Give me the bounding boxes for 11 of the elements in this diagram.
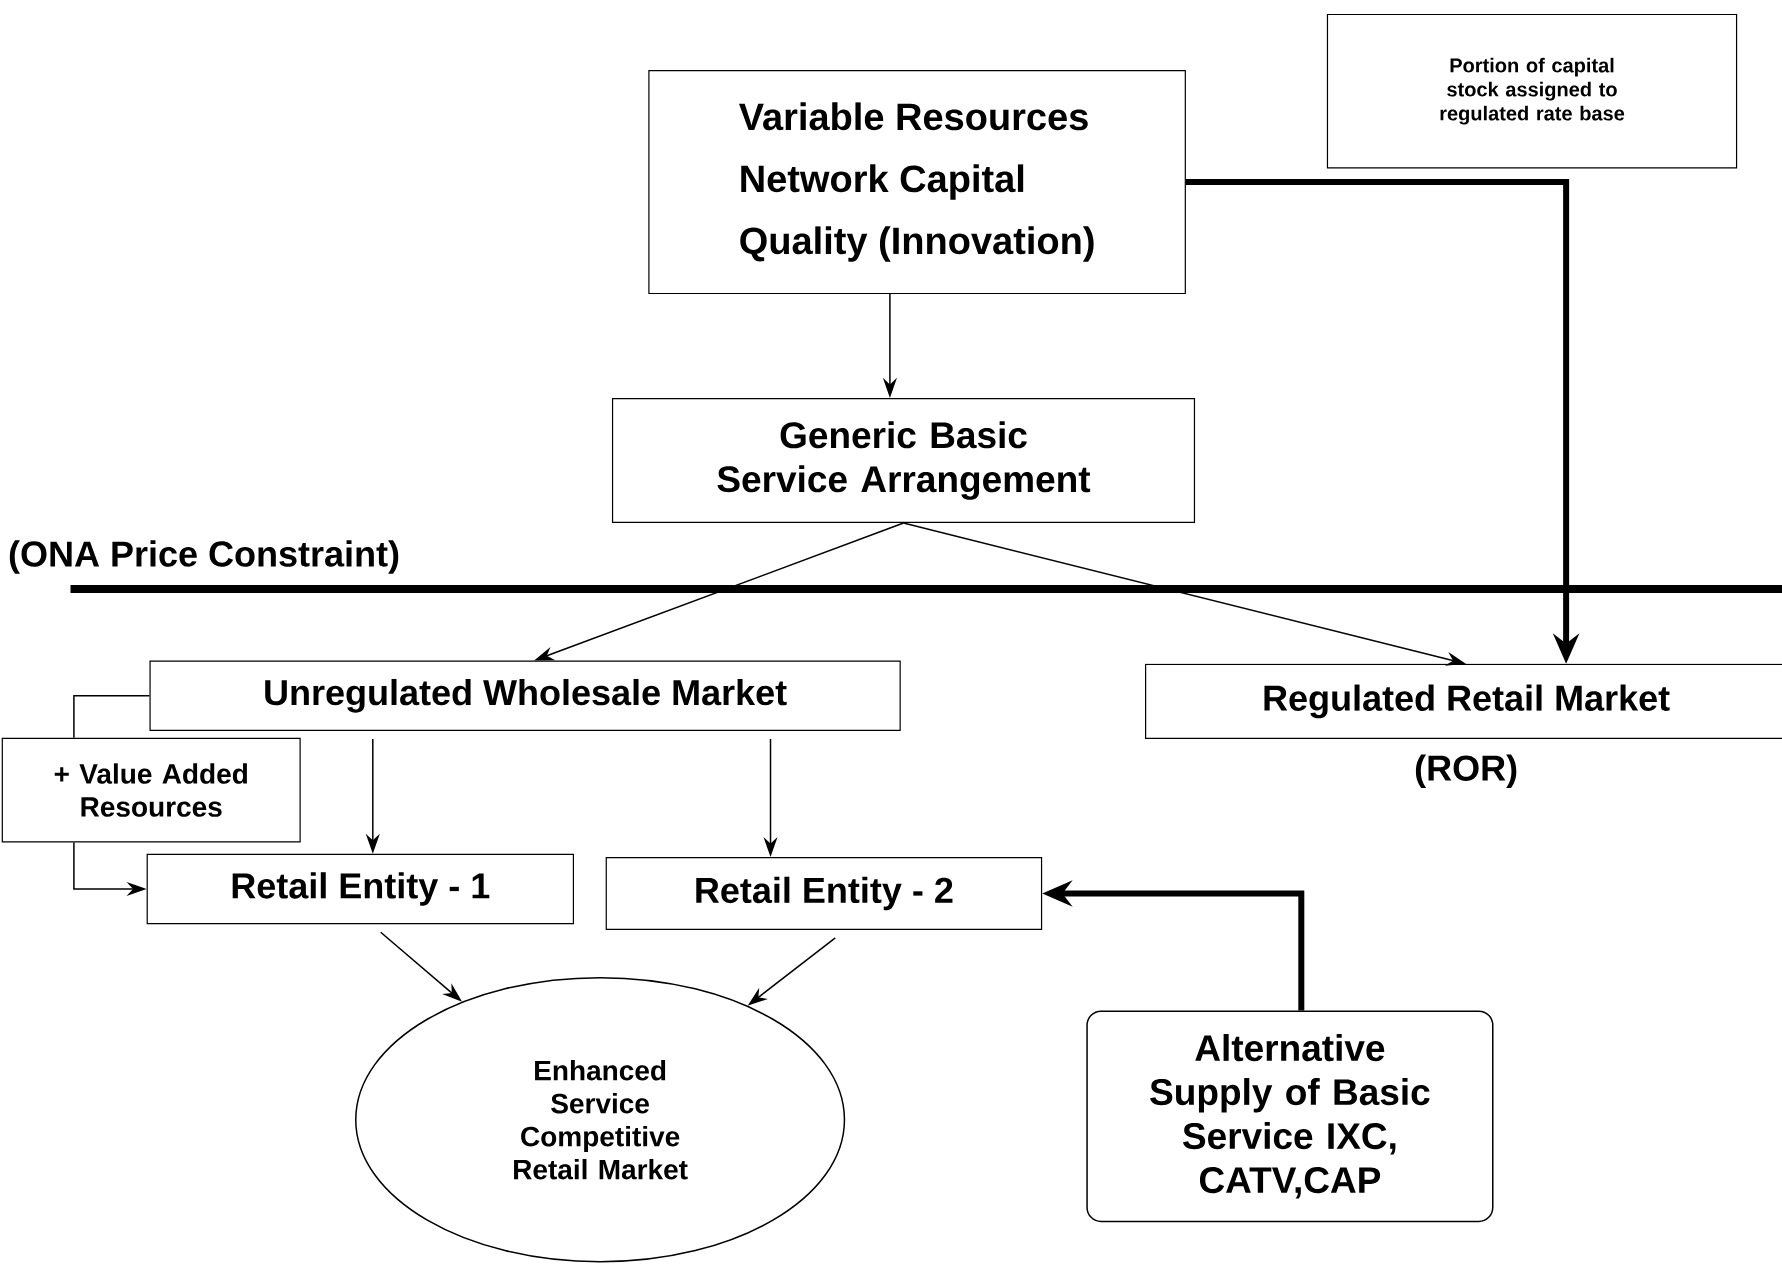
constraint-label: (ONA Price Constraint) <box>9 540 399 574</box>
process-box: Regulated Retail Market <box>1145 663 1782 739</box>
source-box: Alternative Supply of Basic Service IXC, CATV,CAP <box>1086 1010 1494 1223</box>
process-box: Portion of capital stock assigned to regulated rate base <box>1326 13 1738 169</box>
process-box: Retail Entity - 2 <box>605 857 1043 930</box>
beside-text: (ROR) <box>1415 754 1517 789</box>
process-box: Retail Entity - 1 <box>146 853 574 925</box>
process-box: Generic Basic Service Arrangement <box>611 397 1196 524</box>
process-box: Variable Resources Network Capital Quality (Innovation) <box>648 70 1186 295</box>
process-box: + Value Added Resources <box>1 737 301 843</box>
process-box: Unregulated Wholesale Market <box>149 660 901 732</box>
